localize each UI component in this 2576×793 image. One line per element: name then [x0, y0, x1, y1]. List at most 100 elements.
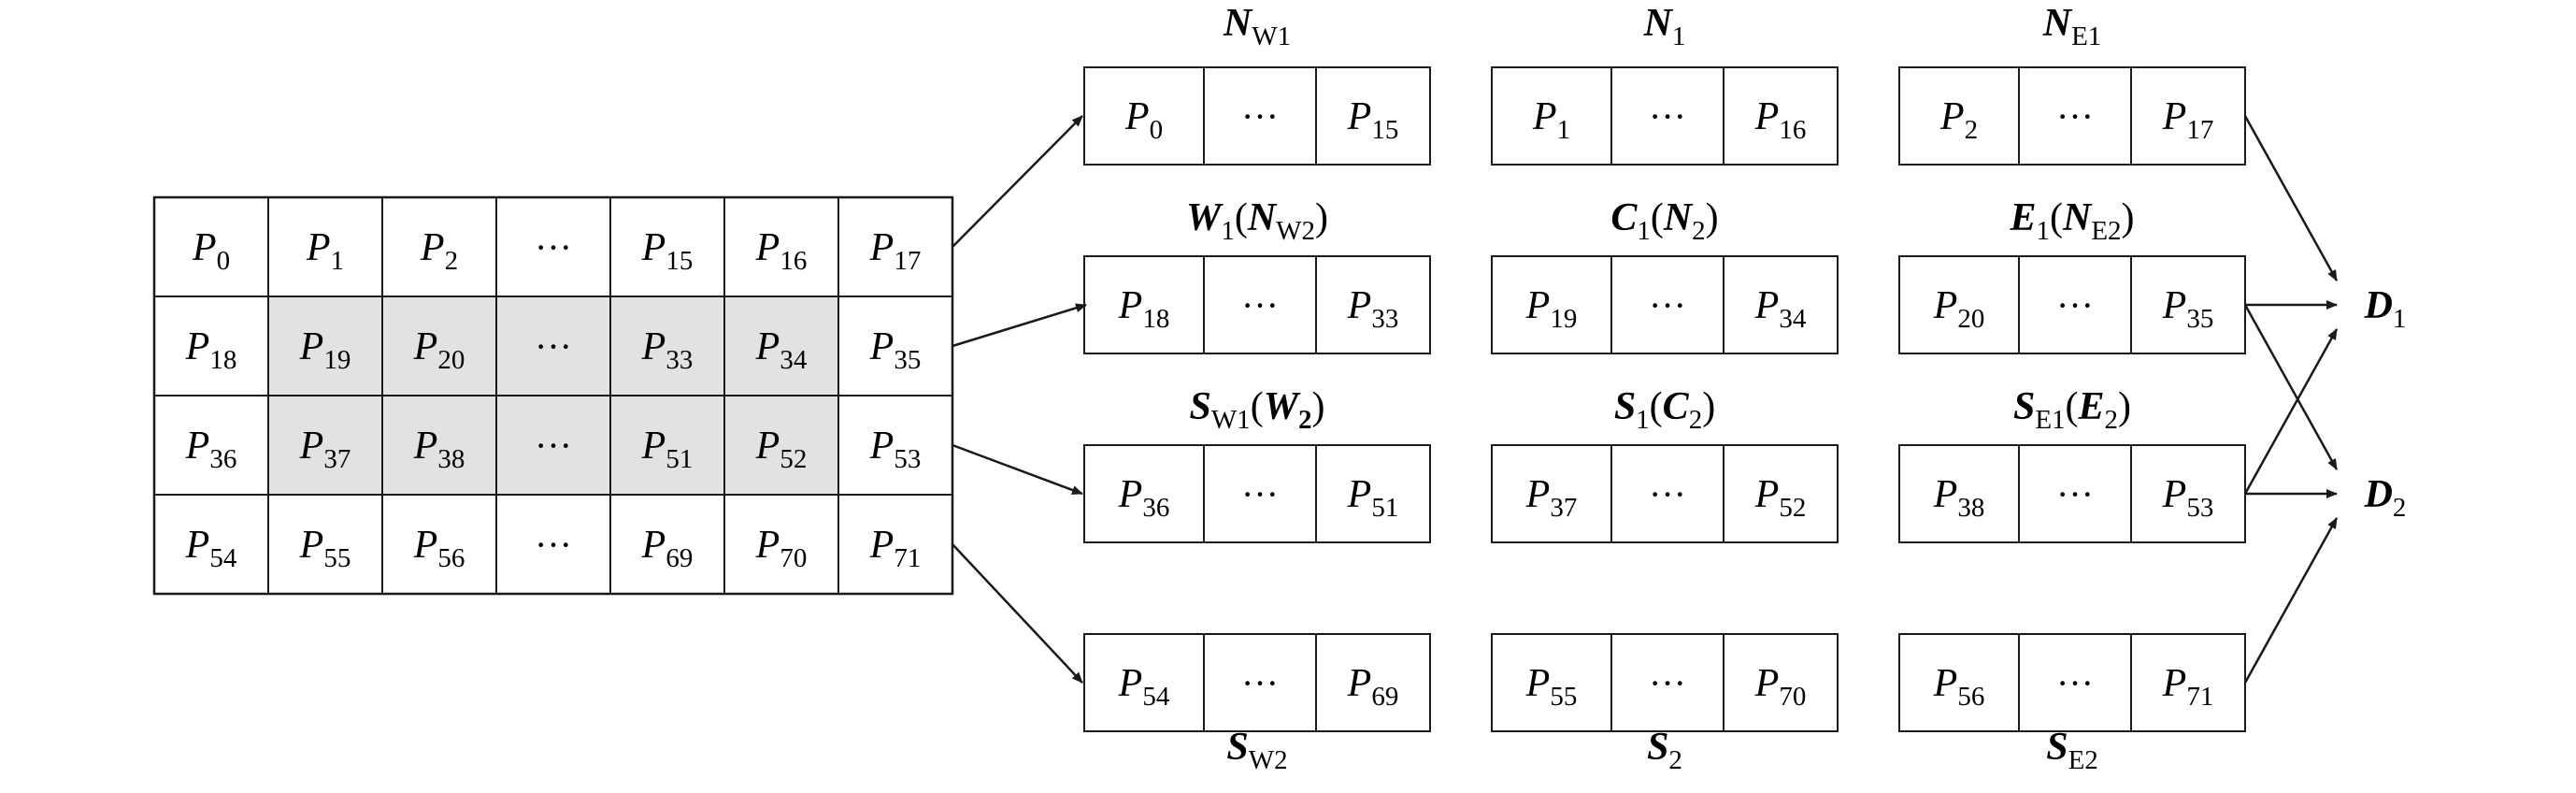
- arrow-ne1-to-d1: [2243, 115, 2339, 281]
- block-cell: [1723, 255, 1839, 354]
- grid-cell-label: P2: [420, 226, 458, 276]
- grid-cell-label: P15: [641, 226, 694, 276]
- arrow-e1-to-d2: [2243, 304, 2339, 470]
- grid-cell: [381, 296, 497, 396]
- block-cell: [1723, 633, 1839, 732]
- block-cell: [1898, 255, 2020, 354]
- arrow-row0-to-nw1: [952, 115, 1083, 248]
- block-cell-label: P1: [1532, 95, 1570, 145]
- block-cell: [2130, 444, 2246, 543]
- block-cell-label: P55: [1525, 662, 1578, 712]
- block-cell-ellipsis: ···: [1649, 662, 1686, 704]
- block-cell: [2130, 66, 2246, 166]
- block-cell-label: P19: [1525, 284, 1578, 334]
- block-label-c1: C1(N2): [1610, 196, 1718, 246]
- block-cell: [1083, 255, 1205, 354]
- block-cell: [1315, 66, 1431, 166]
- block-cell-ellipsis: ···: [2056, 662, 2094, 704]
- grid-cell-label: P36: [185, 425, 237, 474]
- grid-cell-ellipsis: ···: [535, 325, 572, 368]
- block-label-se1: SE1(E2): [2013, 385, 2131, 435]
- grid-cell-label: P55: [299, 524, 351, 573]
- grid-cell: [495, 296, 611, 396]
- grid-cell-ellipsis: ···: [535, 425, 572, 467]
- grid-cell-label: P34: [755, 325, 808, 375]
- block-cell-ellipsis: ···: [2056, 284, 2094, 326]
- block-cell-label: P35: [2162, 284, 2214, 334]
- grid-cell-label: P0: [192, 226, 230, 276]
- block-cell-ellipsis: ···: [1649, 473, 1686, 515]
- grid-cell-label: P69: [641, 524, 694, 573]
- sub-blocks: P0···P15NW1P1···P16N1P2···P17NE1P18···P3…: [1083, 2, 2246, 775]
- block-cell-label: P69: [1347, 662, 1399, 712]
- block-label-s1: S1(C2): [1614, 385, 1715, 435]
- arrow-row2-to-sw1: [952, 443, 1083, 496]
- block-cell-label: P18: [1118, 284, 1170, 334]
- block-cell-label: P52: [1754, 473, 1807, 523]
- grid-cell-label: P38: [413, 425, 465, 474]
- block-cell: [2018, 633, 2132, 732]
- block-cell: [1203, 66, 1317, 166]
- grid-cell: [267, 494, 383, 595]
- grid-cell-label: P53: [869, 425, 922, 474]
- grid-cell-label: P18: [185, 325, 237, 375]
- block-cell-ellipsis: ···: [1241, 284, 1279, 326]
- block-cell-label: P51: [1347, 473, 1399, 523]
- block-cell-label: P36: [1118, 473, 1170, 523]
- grid-cell-label: P54: [185, 524, 237, 573]
- block-label-ne1: NE1: [2042, 2, 2102, 51]
- block-label-n1: N1: [1643, 2, 1686, 51]
- grid-cell-ellipsis: ···: [535, 524, 572, 566]
- grid-cell-label: P33: [641, 325, 694, 375]
- block-cell-label: P20: [1933, 284, 1985, 334]
- block-cell: [1083, 633, 1205, 732]
- block-label-sw2: SW2: [1226, 726, 1287, 775]
- block-label-se2: SE2: [2046, 726, 2098, 775]
- block-cell-label: P38: [1933, 473, 1985, 523]
- block-cell: [2018, 444, 2132, 543]
- block-cell-label: P34: [1754, 284, 1807, 334]
- block-cell-label: P2: [1939, 95, 1978, 145]
- block-cell-ellipsis: ···: [1241, 473, 1279, 515]
- output-d2: D2: [2364, 473, 2407, 523]
- block-cell-ellipsis: ···: [2056, 473, 2094, 515]
- block-cell: [1898, 66, 2020, 166]
- block-cell: [1315, 255, 1431, 354]
- grid-cell: [837, 395, 953, 496]
- grid-cell-label: P20: [413, 325, 465, 375]
- block-cell: [1203, 633, 1317, 732]
- grid-cell: [381, 494, 497, 595]
- block-cell: [1491, 255, 1612, 354]
- block-cell: [1083, 66, 1205, 166]
- grid-cell-label: P19: [299, 325, 351, 375]
- block-label-sw1: SW1(W2): [1189, 385, 1324, 435]
- block-cell-label: P56: [1933, 662, 1985, 712]
- grid-cell: [267, 395, 383, 496]
- block-label-nw1: NW1: [1223, 2, 1291, 51]
- block-cell: [2130, 255, 2246, 354]
- arrows: [952, 115, 2339, 684]
- block-cell: [2018, 255, 2132, 354]
- block-cell: [1610, 444, 1724, 543]
- arrow-se2-to-d2: [2243, 517, 2339, 684]
- block-cell-label: P33: [1347, 284, 1399, 334]
- grid-cell: [381, 395, 497, 496]
- grid-cell-label: P51: [641, 425, 694, 474]
- block-cell-label: P70: [1754, 662, 1807, 712]
- block-label-s2: S2: [1647, 726, 1682, 775]
- grid-cell: [153, 196, 269, 297]
- block-sw1: P36 ··· P51 SW1(W2): [1083, 385, 1431, 543]
- block-cell: [1610, 633, 1724, 732]
- block-cell-label: P15: [1347, 95, 1399, 145]
- grid-cell-label: P56: [413, 524, 465, 573]
